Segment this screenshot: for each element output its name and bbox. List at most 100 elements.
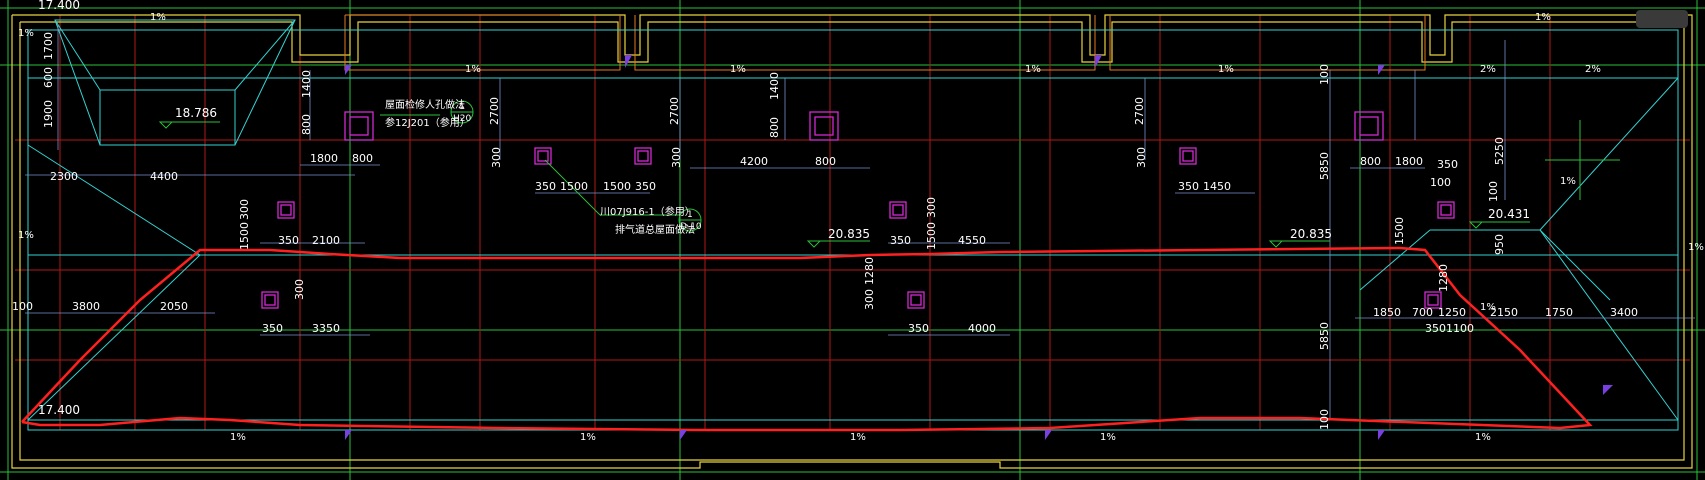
dimension-text: 1280 — [863, 257, 876, 285]
vent-note-line2: 排气道总屋面做法 — [615, 223, 695, 236]
dimension-text: 2700 — [488, 97, 501, 125]
slope-label: 1% — [1535, 12, 1551, 23]
dimension-text: 350 — [635, 180, 656, 193]
dimension-text: 2700 — [1133, 97, 1146, 125]
dimension-text: 350 — [262, 322, 283, 335]
dimension-text: 1500 — [603, 180, 631, 193]
dimension-text: 950 — [1493, 234, 1506, 255]
dimension-text: 300 — [670, 147, 683, 168]
elevation-right-hip: 20.431 — [1488, 207, 1530, 221]
dimension-text: 4200 — [740, 155, 768, 168]
dimension-text: 1400 — [768, 72, 781, 100]
slope-label: 1% — [150, 12, 166, 23]
dimension-text: 350 — [1437, 158, 1458, 171]
dimension-text: 5850 — [1318, 322, 1331, 350]
slope-label: 1% — [580, 432, 596, 443]
leader-lines — [380, 114, 1620, 216]
dimension-text: 1250 — [1438, 306, 1466, 319]
dimension-text: 3800 — [72, 300, 100, 313]
dimension-text: 1900 — [42, 100, 55, 128]
dimension-text: 1800 — [1395, 155, 1423, 168]
dimension-text: 350 — [535, 180, 556, 193]
slope-label: 1% — [465, 64, 481, 75]
gutter-markers — [345, 55, 1613, 440]
dimension-text: 1100 — [1446, 322, 1474, 335]
slope-label: 1% — [1688, 242, 1704, 253]
dimension-text: 1500 — [1393, 217, 1406, 245]
detail-bubbles — [450, 100, 702, 232]
dimension-text: 1500 — [560, 180, 588, 193]
slope-labels: 1% 1% 1% 1% 1% 1% 2% 2% 1% 1% 1% 1% 1% 1… — [18, 12, 1704, 443]
slope-label: 1% — [230, 432, 246, 443]
dimension-text: 800 — [815, 155, 836, 168]
dimension-text: 300 — [1135, 147, 1148, 168]
dimension-text: 800 — [1360, 155, 1381, 168]
dimension-text: 100 — [1318, 409, 1331, 430]
roof-vents[interactable] — [261, 111, 1455, 309]
dimension-text: 1500 — [238, 222, 251, 250]
dimension-text: 2050 — [160, 300, 188, 313]
dimension-text: 350 — [1425, 322, 1446, 335]
dimension-text: 100 — [1487, 181, 1500, 202]
wall-grid-red — [15, 15, 1690, 430]
slope-label: 1% — [1025, 64, 1041, 75]
dimension-text: 1850 — [1373, 306, 1401, 319]
dimension-text: 1280 — [1437, 264, 1450, 292]
slope-label: 1% — [1218, 64, 1234, 75]
dimension-text: 4000 — [968, 322, 996, 335]
dimension-text: 350 — [890, 234, 911, 247]
drainage-boundary-red — [21, 246, 1593, 432]
slope-label: 2% — [1480, 64, 1496, 75]
slope-label: 1% — [1100, 432, 1116, 443]
elevation-markers — [158, 121, 1530, 248]
hatch-ref-sub: H20 — [453, 114, 471, 124]
dimension-text: 600 — [42, 67, 55, 88]
dimension-text: 350 — [908, 322, 929, 335]
dimension-text: 100 — [1318, 64, 1331, 85]
slope-label: 1% — [18, 230, 34, 241]
dimension-text: 300 — [490, 147, 503, 168]
dimension-text: 2300 — [50, 170, 78, 183]
elevation-stair-room: 18.786 — [175, 106, 217, 120]
dimension-text: 350 — [278, 234, 299, 247]
dimension-text: 2150 — [1490, 306, 1518, 319]
dimension-text: 1750 — [1545, 306, 1573, 319]
elevation-top-left: 17.400 — [38, 0, 80, 12]
dimension-text: 4550 — [958, 234, 986, 247]
hatch-note-line2: 参12J201（参用） — [385, 116, 470, 129]
dimension-text: 300 — [293, 279, 306, 300]
dimension-text: 2100 — [312, 234, 340, 247]
dimension-text: 300 — [925, 197, 938, 218]
elevation-ridge-right: 20.835 — [1290, 227, 1332, 241]
slope-label: 2% — [1585, 64, 1601, 75]
slope-label: 1% — [850, 432, 866, 443]
dimension-text: 1700 — [42, 32, 55, 60]
slope-label: 1% — [1475, 432, 1491, 443]
inner-wall-outline — [344, 14, 1426, 71]
dimension-text: 4400 — [150, 170, 178, 183]
dimension-text: 100 — [1430, 176, 1451, 189]
dimension-text: 350 — [1178, 180, 1199, 193]
hatch-ref-num: 1 — [459, 102, 465, 112]
slope-label: 1% — [18, 28, 34, 39]
vent-note-line1: 川07J916-1（参用） — [600, 205, 695, 218]
elevation-bottom-left: 17.400 — [38, 403, 80, 417]
elevation-ridge-center: 20.835 — [828, 227, 870, 241]
vent-ref-num: 1 — [687, 210, 693, 220]
dimension-text: 1800 — [310, 152, 338, 165]
dimension-text: 1400 — [300, 70, 313, 98]
dimension-text: 3350 — [312, 322, 340, 335]
dimension-text: 1450 — [1203, 180, 1231, 193]
dimension-texts: 1700 600 1900 1400 800 2700 1800 800 300… — [12, 32, 1638, 430]
dimension-text: 1500 — [925, 222, 938, 250]
slope-label: 1% — [1480, 302, 1496, 313]
dimension-text: 100 — [12, 300, 33, 313]
dimension-text: 300 — [863, 289, 876, 310]
vent-ref-sub: D-10 — [680, 222, 702, 232]
viewcube-badge[interactable] — [1636, 10, 1688, 28]
dimension-text: 700 — [1412, 306, 1433, 319]
dimension-text: 300 — [238, 199, 251, 220]
dimension-text: 5250 — [1493, 137, 1506, 165]
